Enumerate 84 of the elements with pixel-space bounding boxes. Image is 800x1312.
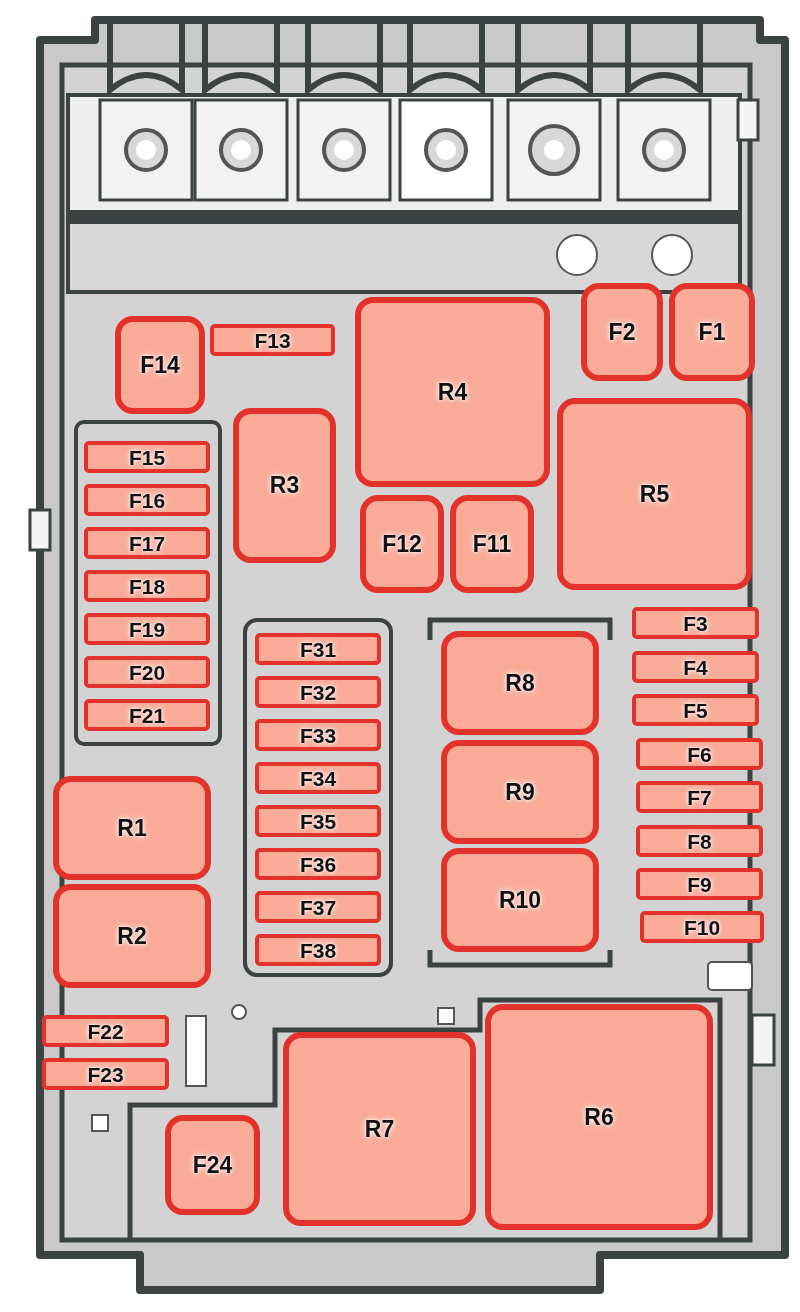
slot-label: F19 [128,618,166,640]
relay-slot [283,1032,476,1226]
slot-label: F36 [299,853,337,875]
fuse-slot [210,324,335,356]
slot-label: F12 [382,532,422,556]
fuse-slot [255,848,381,880]
fuse-slot [636,868,763,900]
fuse-slot [84,484,210,516]
slot-label: R3 [269,474,300,497]
relay-slot [485,1004,713,1230]
slot-label: F35 [299,810,337,832]
slot-label: R5 [639,482,670,506]
relay-slot [115,316,205,414]
fuse-slot [255,934,381,966]
slot-label: F4 [683,656,708,678]
fuse-slot [255,719,381,751]
relay-slot [355,297,550,487]
fuse-slot [84,527,210,559]
slot-label: F14 [140,353,180,377]
fuse-slot [255,633,381,665]
fuse-slot [84,613,210,645]
slot-label: F32 [299,681,337,703]
fuse-slot [255,676,381,708]
relay-slot [581,283,663,381]
slot-label: F6 [687,743,712,765]
fuse-slot [632,607,759,639]
slot-label: R4 [437,380,468,404]
fuse-slot [84,441,210,473]
slot-label: R10 [498,888,542,912]
fuse-slot [632,694,759,726]
slot-label: R6 [584,1105,614,1129]
slot-label: F13 [254,329,291,351]
relay-slot [441,848,599,952]
slot-label: R7 [364,1117,395,1141]
relay-slot [669,283,755,381]
slot-label: R1 [117,816,147,840]
slot-label: F11 [472,532,512,556]
fuse-slot [42,1015,169,1047]
fuse-slot [636,825,763,857]
slot-label: F33 [299,724,337,746]
fuse-slot [636,781,763,813]
slot-label: F22 [87,1020,124,1042]
fuse-slot [632,651,759,683]
relay-slot [53,884,211,988]
fuse-slot [636,738,763,770]
relay-slot [450,495,534,593]
slot-label: F2 [608,320,636,344]
slot-label: F18 [128,575,166,597]
slot-label: F10 [683,916,721,938]
fuse-slot [84,570,210,602]
slot-label: F1 [698,320,726,344]
fuse-slot [640,911,764,943]
slot-label: F15 [128,446,166,468]
slot-label: F3 [683,612,708,634]
relay-slot [53,776,211,880]
slot-label: F9 [687,873,712,895]
relay-slot [557,398,752,590]
relay-slot [441,631,599,735]
relay-slot [165,1115,260,1215]
slot-label: F23 [87,1063,124,1085]
relay-slot [233,408,336,563]
slot-label: F21 [128,704,166,726]
slot-label: F38 [299,939,337,961]
slot-label: F17 [128,532,166,554]
slot-label: R9 [505,780,535,804]
slot-label: F20 [128,661,166,683]
relay-slot [441,740,599,844]
slot-label: F37 [299,896,337,918]
slot-label: F16 [128,489,166,511]
fuse-slot [255,805,381,837]
slot-label: R8 [505,671,535,695]
slot-label: F8 [687,830,712,852]
slot-label: F34 [299,767,337,789]
slot-label: F31 [299,638,337,660]
slot-label: F7 [687,786,712,808]
slot-label: F5 [683,699,708,721]
fuse-slot [255,891,381,923]
relay-slot [360,495,444,593]
fuse-slot [255,762,381,794]
slot-label: F24 [192,1153,233,1177]
fuse-slot [42,1058,169,1090]
slot-label: R2 [117,924,147,948]
fuse-slot [84,699,210,731]
fuse-slot [84,656,210,688]
